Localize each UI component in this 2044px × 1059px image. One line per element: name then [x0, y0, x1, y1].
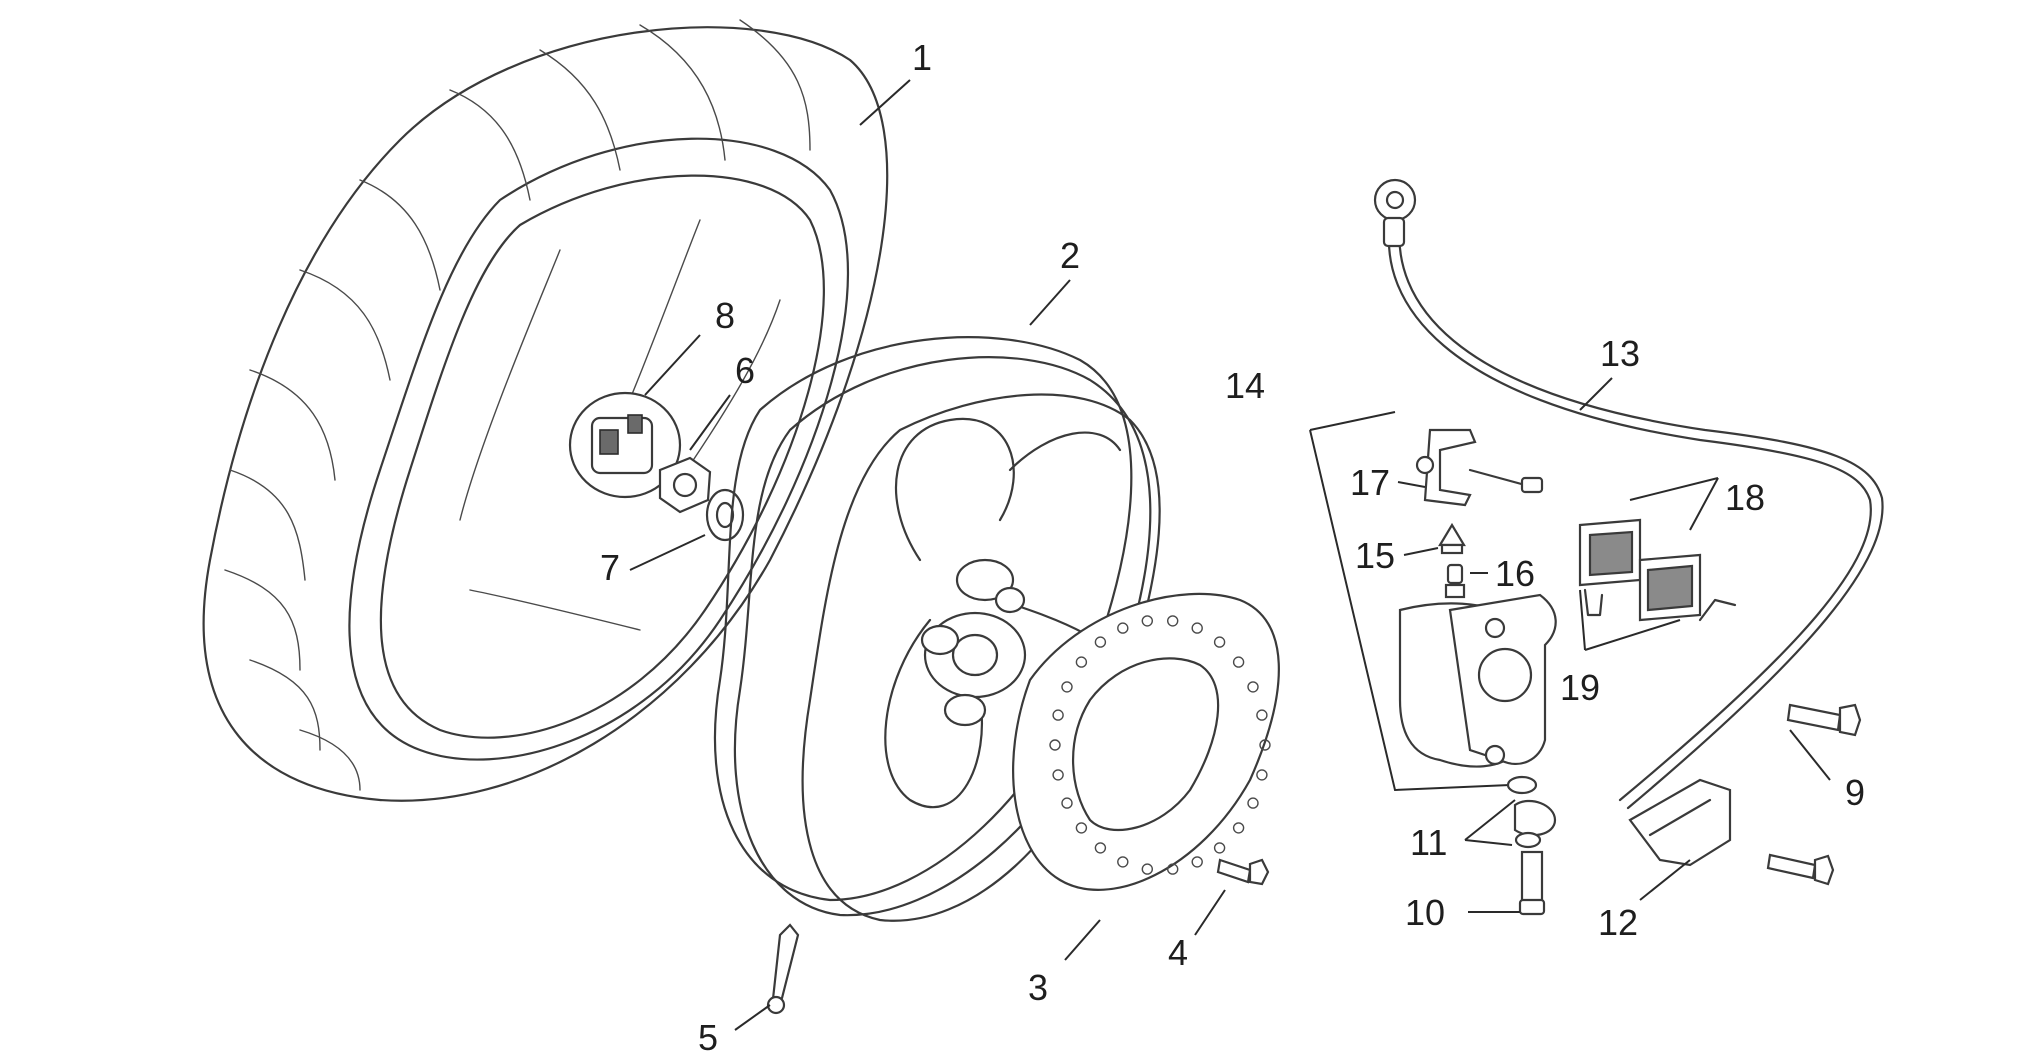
disc-bolt [1216, 858, 1270, 886]
brake-hose [1373, 178, 1884, 810]
disc-hole [1052, 769, 1064, 781]
disc-hole [1052, 709, 1064, 721]
disc-hole [1259, 739, 1271, 751]
rim [713, 336, 1161, 922]
callouts: 1 2 3 4 5 6 7 8 9 10 11 12 13 14 15 16 1… [600, 37, 1865, 1058]
disc-hole [1166, 615, 1179, 627]
callout-3: 3 [1028, 967, 1048, 1008]
disc-hole [1117, 622, 1129, 634]
callout-11: 11 [1410, 822, 1447, 863]
disc-hole [1094, 636, 1107, 648]
callout-2: 2 [1060, 235, 1080, 276]
axle-nut [658, 456, 712, 514]
callout-15: 15 [1355, 535, 1395, 576]
tire [202, 19, 889, 802]
callout-17: 17 [1350, 462, 1390, 503]
disc-hole [1141, 863, 1154, 875]
tire-valve [766, 923, 800, 1015]
callout-7: 7 [600, 547, 620, 588]
callout-8: 8 [715, 295, 735, 336]
callout-16: 16 [1495, 553, 1535, 594]
callout-1: 1 [912, 37, 932, 78]
callout-12: 12 [1598, 902, 1638, 943]
disc-hole [1049, 739, 1061, 751]
callout-19: 19 [1560, 667, 1600, 708]
callout-18: 18 [1725, 477, 1765, 518]
callout-10: 10 [1405, 892, 1445, 933]
disc-hole [1075, 656, 1088, 668]
caliper-group [1309, 411, 1862, 916]
disc-hole [1213, 842, 1226, 854]
callout-13: 13 [1600, 333, 1640, 374]
disc-hole [1247, 797, 1259, 809]
brake-disc [1012, 592, 1280, 891]
disc-hole [1166, 863, 1179, 875]
disc-hole [1256, 769, 1268, 781]
disc-hole [1232, 822, 1245, 834]
disc-hole [1191, 622, 1203, 634]
callout-6: 6 [735, 350, 755, 391]
callout-5: 5 [698, 1017, 718, 1058]
disc-hole [1061, 681, 1073, 693]
disc-hole [1256, 709, 1268, 721]
disc-hole [1247, 681, 1259, 693]
disc-hole [1075, 822, 1088, 834]
washer [705, 488, 745, 542]
callout-9: 9 [1845, 772, 1865, 813]
disc-hole [1117, 856, 1129, 868]
disc-hole [1191, 856, 1203, 868]
callout-14: 14 [1225, 365, 1265, 406]
disc-hole [1213, 636, 1226, 648]
disc-hole [1094, 842, 1107, 854]
disc-hole [1061, 797, 1073, 809]
callout-4: 4 [1168, 932, 1188, 973]
leader-lines [629, 79, 1831, 1031]
disc-hole [1141, 615, 1154, 627]
disc-hole [1232, 656, 1245, 668]
